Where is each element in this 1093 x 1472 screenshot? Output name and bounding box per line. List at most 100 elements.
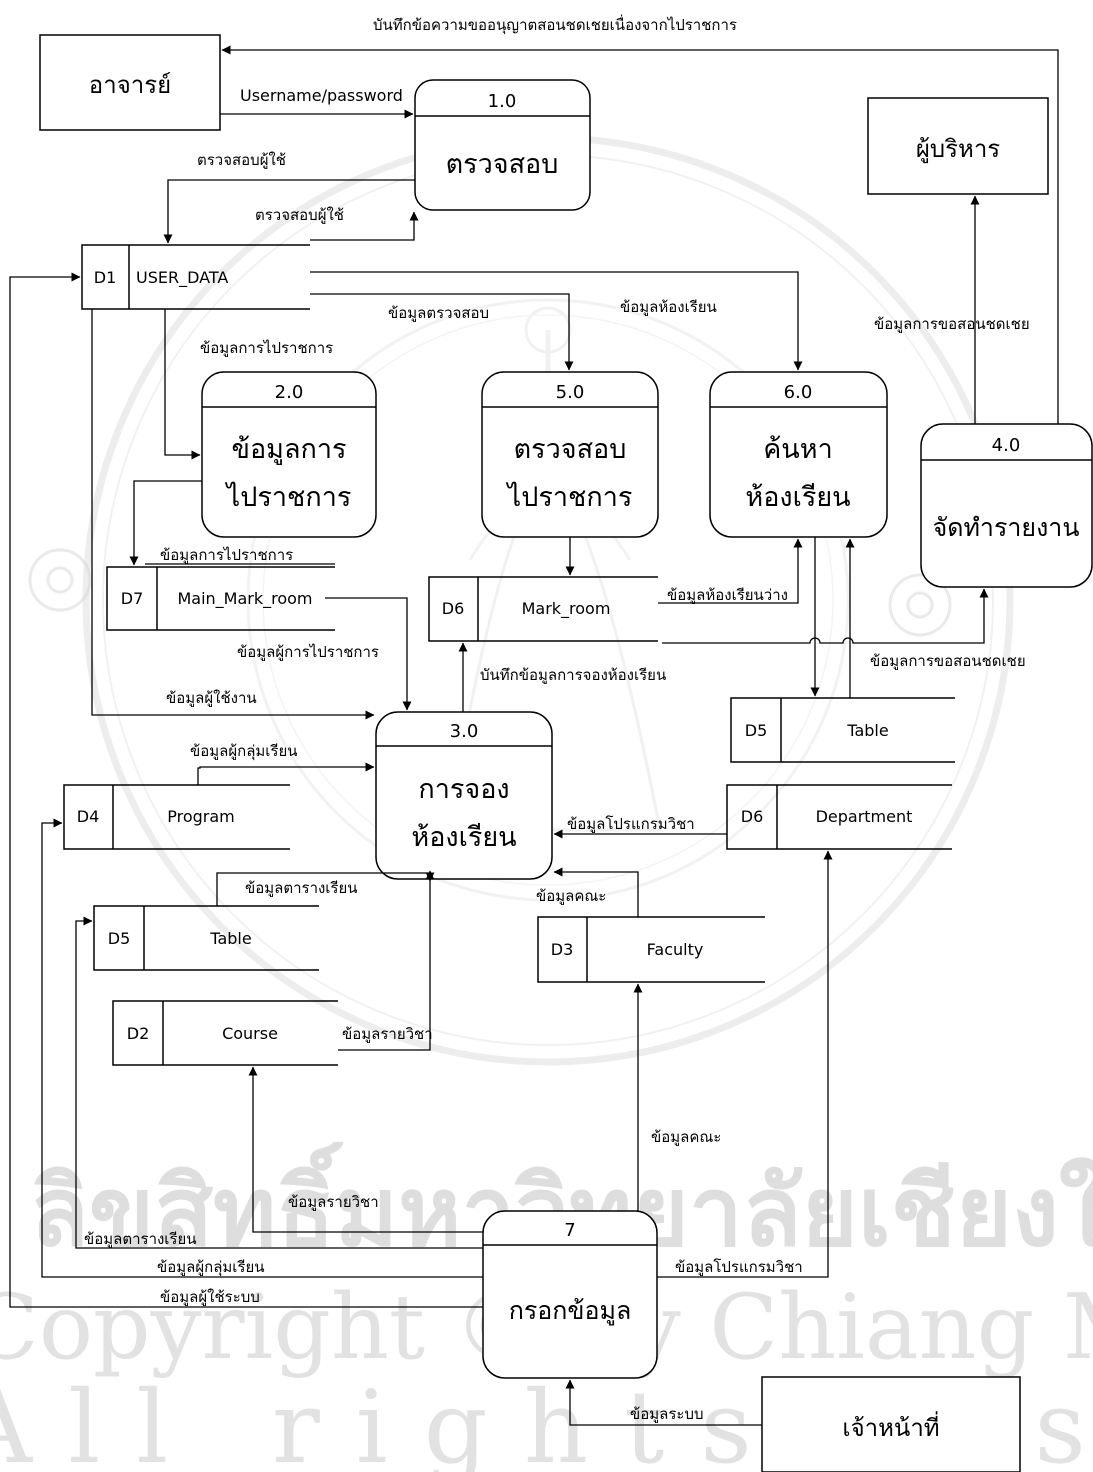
store-d5-right-id: D5: [745, 721, 768, 740]
flow-trip-person: [325, 597, 412, 711]
process-1-number: 1.0: [488, 91, 517, 112]
label-save-booking: บันทึกข้อมูลการจองห้องเรียน: [480, 666, 666, 684]
label-trip-info-2: ข้อมูลการไปราชการ: [160, 546, 293, 564]
process-6-name-line1: ค้นหา: [763, 434, 832, 465]
process-7-number: 7: [564, 1220, 575, 1241]
label-faculty-info-2: ข้อมูลคณะ: [651, 1128, 721, 1146]
store-d5-right: [730, 697, 955, 763]
flow-p7-group: [41, 818, 483, 1278]
flow-check-info: [310, 293, 574, 371]
process-3-number: 3.0: [450, 721, 479, 742]
flow-p2-to-d7: [129, 480, 202, 566]
store-d6-department: [726, 784, 952, 850]
process-4-name: จัดทำรายงาน: [933, 513, 1080, 542]
store-d1: [81, 244, 310, 310]
label-program-info: ข้อมูลโปรแกรมวิชา: [567, 815, 695, 833]
store-d3: [537, 916, 765, 983]
flow-d6-to-p4: [662, 588, 989, 644]
process-5-name-line2: ไปราชการ: [506, 482, 633, 513]
process-6-name-line2: ห้องเรียน: [745, 482, 850, 513]
process-6-number: 6.0: [784, 382, 813, 403]
flow-user-data: [91, 309, 375, 720]
label-free-room: ข้อมูลห้องเรียนว่าง: [667, 586, 788, 604]
store-d3-name: Faculty: [647, 940, 704, 959]
store-d6-mark-room: [428, 576, 658, 642]
store-d6-department-id: D6: [741, 807, 764, 826]
store-d2-name: Course: [222, 1024, 278, 1043]
flow-p7-course: [248, 1066, 483, 1233]
process-7-name: กรอกข้อมูล: [509, 1296, 632, 1326]
flow-lines: [9, 45, 1059, 1426]
store-d4-id: D4: [77, 807, 100, 826]
label-program-info-2: ข้อมูลโปรแกรมวิชา: [675, 1258, 803, 1276]
flow-report-to-teacher: [221, 45, 1059, 424]
store-d5-left-name: Table: [209, 929, 251, 948]
process-4-number: 4.0: [992, 435, 1021, 456]
entity-admin-label: ผู้บริหาร: [916, 135, 1000, 164]
entity-admin: ผู้บริหาร: [867, 97, 1049, 195]
store-d6-mark-room-name: Mark_room: [522, 599, 611, 619]
label-check-user-1: ตรวจสอบผู้ใช้: [197, 151, 286, 169]
store-d7-id: D7: [121, 589, 144, 608]
store-d6-department-name: Department: [816, 807, 913, 826]
process-6: 6.0 ค้นหา ห้องเรียน: [709, 371, 888, 538]
store-d5-right-name: Table: [846, 721, 888, 740]
process-1-name: ตรวจสอบ: [446, 149, 559, 180]
seal-flower-left: [28, 548, 92, 612]
label-timetable-2: ข้อมูลตารางเรียน: [84, 1230, 197, 1248]
entity-teacher: อาจารย์: [39, 34, 221, 131]
label-trip-person: ข้อมูลผู้การไปราชการ: [237, 643, 379, 661]
entity-officer-label: เจ้าหน้าที่: [842, 1411, 939, 1442]
store-d1-name: USER_DATA: [136, 268, 228, 288]
entity-teacher-label: อาจารย์: [89, 71, 171, 99]
store-d5-left-id: D5: [108, 929, 131, 948]
flow-room-info: [310, 271, 803, 371]
flow-labels: บันทึกข้อความขออนุญาตสอนชดเชยเนื่องจากไป…: [84, 14, 1030, 1423]
flow-p7-user: [9, 272, 483, 1308]
label-room-info: ข้อมูลห้องเรียน: [620, 298, 717, 316]
process-5-number: 5.0: [556, 382, 585, 403]
store-d6-mark-room-id: D6: [442, 599, 465, 618]
store-d5-left: [93, 905, 319, 971]
process-3-name-line1: การจอง: [418, 774, 509, 805]
label-username: Username/password: [240, 86, 403, 105]
label-group-info-2: ข้อมูลผู้กลุ่มเรียน: [157, 1258, 265, 1277]
process-2-name-line2: ไปราชการ: [225, 482, 352, 513]
label-trip-info: ข้อมูลการไปราชการ: [200, 339, 333, 357]
label-group-info: ข้อมูลผู้กลุ่มเรียน: [190, 742, 298, 761]
store-d4-name: Program: [167, 807, 235, 826]
flow-check-user-down: [163, 179, 415, 244]
flow-faculty-info: [553, 867, 639, 917]
label-check-user-2: ตรวจสอบผู้ใช้: [255, 206, 344, 224]
label-user-data: ข้อมูลผู้ใช้งาน: [166, 689, 257, 707]
process-4: 4.0 จัดทำรายงาน: [920, 423, 1093, 588]
label-request-makeup-1: ข้อมูลการขอสอนชดเชย: [874, 315, 1030, 333]
store-d7-name: Main_Mark_room: [177, 589, 312, 609]
flow-officer-to-p7: [565, 1379, 762, 1426]
process-5: 5.0 ตรวจสอบ ไปราชการ: [481, 371, 659, 538]
process-2: 2.0 ข้อมูลการ ไปราชการ: [201, 371, 377, 538]
flow-p7-timetable: [75, 916, 483, 1249]
process-1: 1.0 ตรวจสอบ: [414, 79, 591, 211]
process-2-name-line1: ข้อมูลการ: [231, 434, 346, 465]
label-course-info: ข้อมูลรายวิชา: [342, 1025, 433, 1043]
flow-p7-program: [657, 850, 833, 1278]
store-d3-id: D3: [551, 940, 574, 959]
store-d2-id: D2: [127, 1024, 150, 1043]
label-timetable: ข้อมูลตารางเรียน: [245, 879, 358, 897]
process-3: 3.0 การจอง ห้องเรียน: [375, 711, 553, 880]
process-7: 7 กรอกข้อมูล: [482, 1210, 658, 1379]
label-system-info: ข้อมูลระบบ: [630, 1405, 704, 1423]
label-course-info-2: ข้อมูลรายวิชา: [288, 1193, 379, 1211]
label-system-user: ข้อมูลผู้ใช้ระบบ: [160, 1288, 260, 1306]
store-d4: [63, 784, 290, 850]
flow-trip-info: [164, 309, 201, 460]
store-d2: [112, 1000, 338, 1066]
process-5-name-line1: ตรวจสอบ: [514, 434, 627, 465]
store-d7: [106, 566, 335, 631]
entity-officer: เจ้าหน้าที่: [761, 1376, 1021, 1472]
label-check-info: ข้อมูลตรวจสอบ: [388, 304, 489, 322]
flow-check-user-up: [310, 211, 419, 241]
process-2-number: 2.0: [275, 382, 304, 403]
